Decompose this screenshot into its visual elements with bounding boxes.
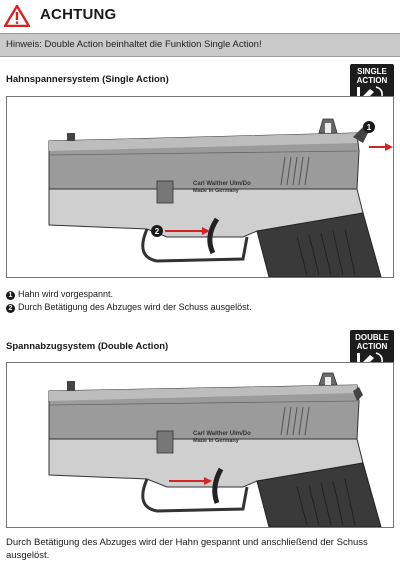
pistol-drawing: Carl Walther Ulm/Do Made in Germany 1 2 xyxy=(48,118,393,277)
badge-line-2: ACTION xyxy=(356,76,388,85)
marker-2-label: 2 xyxy=(155,227,160,236)
hint-text: Hinweis: Double Action beinhaltet die Fu… xyxy=(6,39,262,50)
note-2-text: Durch Betätigung des Abzuges wird der Sc… xyxy=(18,302,252,312)
note-1-number: 1 xyxy=(6,291,15,300)
single-action-title: Hahnspannersystem (Single Action) xyxy=(6,74,169,85)
marker-2 xyxy=(151,225,163,237)
engraving-line-2: Made in Germany xyxy=(193,438,240,444)
engraving-line-1: Carl Walther Ulm/Do xyxy=(193,181,251,187)
single-action-badge: SINGLE ACTION xyxy=(350,64,394,102)
badge-line-1: DOUBLE xyxy=(355,333,389,342)
note-1-text: Hahn wird vorgespannt. xyxy=(18,289,114,299)
warning-triangle-icon xyxy=(4,5,30,27)
double-action-badge: DOUBLE ACTION xyxy=(350,330,394,368)
trigger-arrow xyxy=(169,477,212,485)
double-action-title: Spannabzugsystem (Double Action) xyxy=(6,341,169,352)
single-action-illustration: Carl Walther Ulm/Do Made in Germany 1 2 xyxy=(6,96,394,278)
marker-1-label: 1 xyxy=(367,123,372,132)
double-action-description: Durch Betätigung des Abzuges wird der Ha… xyxy=(6,537,368,561)
badge-line-1: SINGLE xyxy=(357,67,387,76)
pistol-drawing: Carl Walther Ulm/Do Made in Germany xyxy=(48,372,382,527)
hammer-arrow xyxy=(369,143,393,151)
double-action-illustration: Carl Walther Ulm/Do Made in Germany xyxy=(6,362,394,528)
engraving-line-1: Carl Walther Ulm/Do xyxy=(193,431,251,437)
engraving-line-2: Made in Germany xyxy=(193,188,240,194)
badge-line-2: ACTION xyxy=(356,342,388,351)
note-2-number: 2 xyxy=(6,304,15,313)
trigger-arrow xyxy=(165,227,210,235)
marker-1 xyxy=(363,121,375,133)
hint-bar: Hinweis: Double Action beinhaltet die Fu… xyxy=(0,33,400,57)
page-title: ACHTUNG xyxy=(40,6,117,23)
header: ACHTUNG xyxy=(0,0,400,34)
